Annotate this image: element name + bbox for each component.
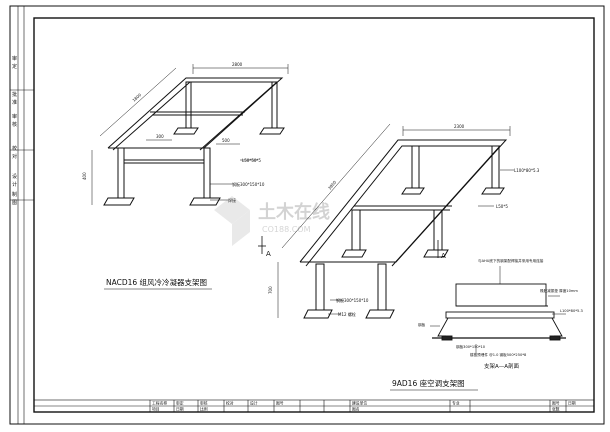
strip-char-6: 校 <box>12 145 17 152</box>
left-dim-inner2: 500 <box>222 138 230 143</box>
left-dim-inner: 300 <box>156 134 164 139</box>
section-note-left: 钢板 <box>418 322 426 327</box>
right-bolt-note: M12 螺栓 <box>338 311 356 317</box>
tb-row2-0: 项目 <box>152 407 160 412</box>
right-dim-top: 2300 <box>454 124 465 129</box>
tb-label-5: 日期 <box>568 401 576 406</box>
strip-char-9: 计 <box>12 181 17 188</box>
strip-char-8: 设 <box>12 173 17 180</box>
section-note-top: 与AHU底下的钢架配焊接并采用专用连接 <box>478 258 544 263</box>
section-note-bottom-1: 钢板300*150*10 <box>456 344 486 349</box>
section-note-bottom-2: 楼板预埋件 @1.0 钢板500*250*8 <box>470 352 527 357</box>
left-plate-note: 钢板300*150*10 <box>232 181 265 187</box>
strip-char-5: 核 <box>12 121 17 128</box>
strip-char-7: 对 <box>12 153 17 160</box>
right-plate-note: 钢板300*150*10 <box>336 297 369 303</box>
section-mark-right <box>434 240 442 258</box>
tb-row2-1: 日期 <box>176 407 184 412</box>
tb-label-1: 图名 <box>352 407 360 412</box>
tb-row1-2: 审核 <box>200 401 208 406</box>
right-frame-isometric <box>299 139 508 319</box>
section-labels: 与AHU底下的钢架配焊接并采用专用连接 橡胶减振垫 厚度10mm L100*80… <box>418 258 583 357</box>
tb-row1-4: 设计 <box>250 401 258 406</box>
section-mark-left <box>258 236 266 254</box>
left-signature-strip: 审 定 批 准 审 核 校 对 设 计 制 图 <box>10 55 34 206</box>
left-frame-labels: 2800 1800 400 300 500 L50*50*5 钢板300*150… <box>82 62 265 203</box>
left-frame-isometric <box>103 77 285 206</box>
left-weld-note: 焊接 <box>228 197 236 203</box>
tb-label-3: 图号 <box>552 401 560 406</box>
left-dim-top: 2800 <box>232 62 243 67</box>
tb-row2-2: 比例 <box>200 407 208 412</box>
section-note-right-1: 橡胶减振垫 厚度10mm <box>540 288 578 293</box>
right-member-note-1: L100*80*5.3 <box>514 168 540 173</box>
strip-char-0: 审 <box>12 55 17 62</box>
strip-char-4: 审 <box>12 113 17 120</box>
section-title: 支架A—A剖面 <box>484 362 520 370</box>
tb-label-2: 专业 <box>452 401 460 406</box>
section-note-right-2: L100*80*5.3 <box>560 309 583 313</box>
section-mark-left-label: A <box>266 250 271 258</box>
watermark-logo-icon <box>214 196 250 246</box>
strip-char-2: 批 <box>12 91 17 98</box>
strip-char-10: 制 <box>12 191 17 198</box>
right-member-note-2: L50*5 <box>496 204 508 209</box>
title-block <box>33 399 595 413</box>
left-member-note: L50*50*5 <box>242 158 261 163</box>
tb-row1-3: 校对 <box>226 401 234 406</box>
watermark: 土木在线 CO188.COM <box>214 196 330 246</box>
section-a-a <box>430 266 566 354</box>
watermark-en: CO188.COM <box>262 225 311 234</box>
tb-row1-0: 工程名称 <box>152 401 167 406</box>
left-dim-height: 400 <box>82 172 87 180</box>
right-dim-side: 3850 <box>327 179 338 190</box>
title-block-text: 工程名称 审定 审核 校对 设计 图号 项目 日期 比例 建设单位 图名 专业 … <box>152 401 576 412</box>
tb-row1-1: 审定 <box>176 401 184 406</box>
tb-label-4: 张数 <box>552 407 560 412</box>
right-frame-labels: 2300 3850 700 L100*80*5.3 L50*5 钢板300*15… <box>268 124 540 317</box>
left-frame-dimensions <box>91 64 289 205</box>
section-mark-right-label: A <box>441 252 446 260</box>
left-dim-side: 1800 <box>131 92 142 103</box>
right-frame-dimensions <box>277 123 514 318</box>
right-dim-height: 700 <box>268 286 273 294</box>
strip-char-3: 准 <box>12 99 17 106</box>
tb-label-0: 建设单位 <box>352 401 367 406</box>
watermark-cn: 土木在线 <box>258 201 330 223</box>
strip-char-1: 定 <box>12 63 17 70</box>
left-frame-title: NACD16 组风冷冷凝器支架图 <box>106 277 207 287</box>
tb-row1-5: 图号 <box>276 401 284 406</box>
strip-char-11: 图 <box>12 200 17 206</box>
right-frame-title: 9AD16 座空调支架图 <box>392 378 465 388</box>
